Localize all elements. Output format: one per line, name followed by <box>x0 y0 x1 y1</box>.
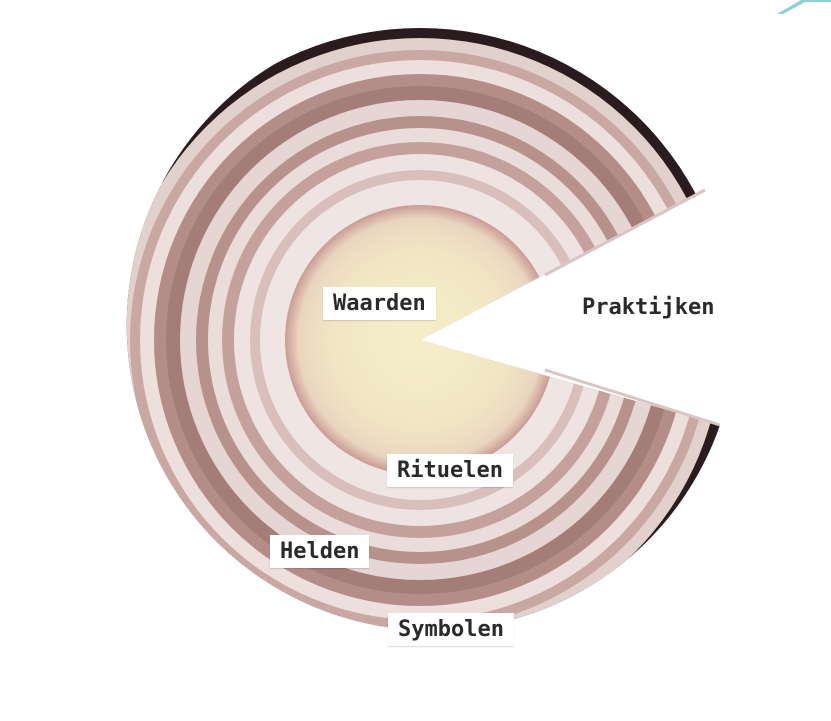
label-rituals: Rituelen <box>387 454 513 487</box>
corner-accent-shape <box>771 0 831 14</box>
label-symbols: Symbolen <box>388 613 514 646</box>
label-practices: Praktijken <box>572 291 724 324</box>
label-heroes: Helden <box>270 535 369 568</box>
label-values: Waarden <box>323 287 436 320</box>
onion-rings <box>108 28 732 652</box>
